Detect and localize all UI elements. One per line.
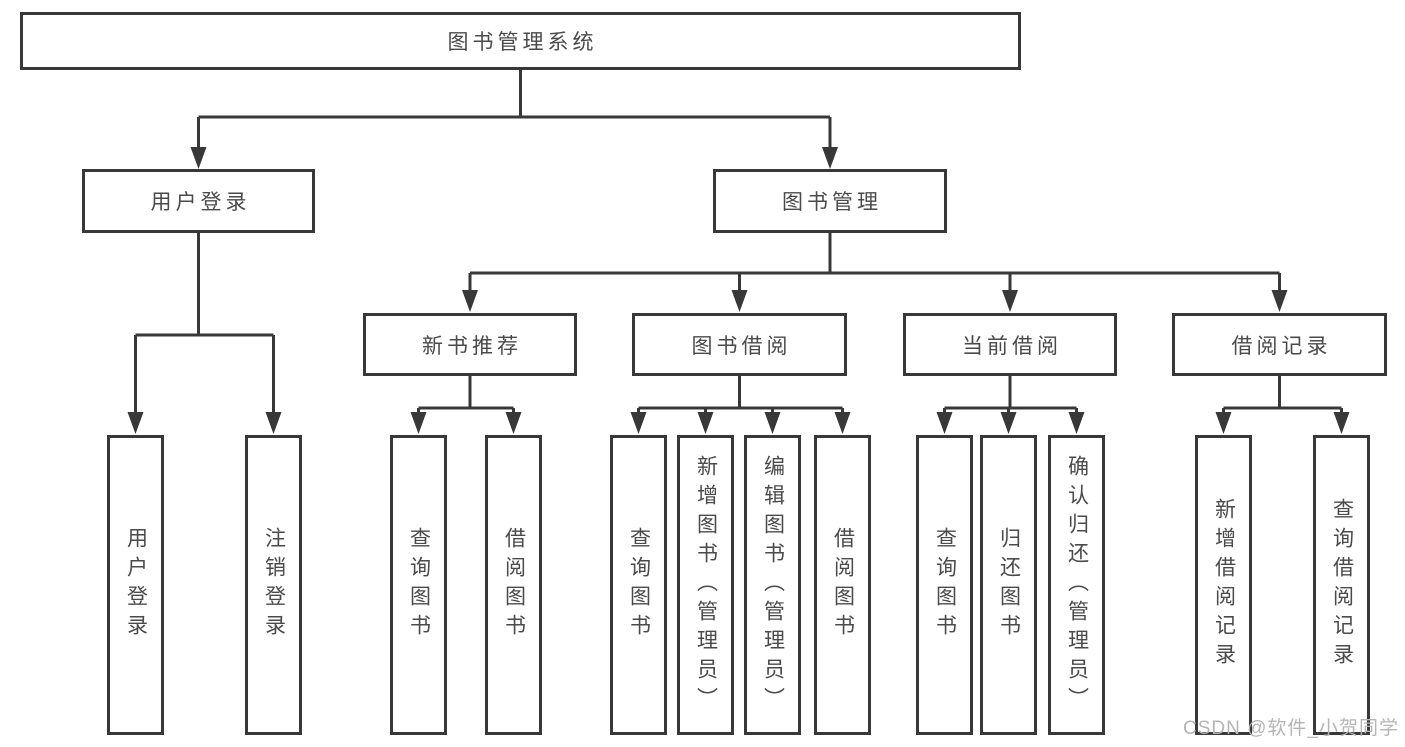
leaf-borrowing-query-books: 查询图书 (610, 435, 667, 735)
leaf-logout-login-label: 注销登录 (262, 527, 286, 643)
node-borrowing-records-label: 借阅记录 (1231, 334, 1332, 358)
leaf-current-confirm-return-admin: 确认归还（管理员） (1048, 435, 1105, 735)
leaf-records-query-record-label: 查询借阅记录 (1330, 498, 1354, 672)
node-new-book-recommend-label: 新书推荐 (422, 334, 522, 358)
node-borrowing-records: 借阅记录 (1172, 313, 1387, 376)
leaf-borrowing-edit-books-admin: 编辑图书（管理员） (744, 435, 801, 735)
leaf-current-return-books: 归还图书 (980, 435, 1037, 735)
leaf-records-add-record: 新增借阅记录 (1195, 435, 1252, 735)
leaf-logout-login: 注销登录 (245, 435, 302, 735)
csdn-watermark: CSDN @软件_小贺同学 (1183, 718, 1399, 739)
node-book-borrowing: 图书借阅 (632, 313, 847, 376)
leaf-records-add-record-label: 新增借阅记录 (1212, 498, 1236, 672)
leaf-records-query-record: 查询借阅记录 (1313, 435, 1370, 735)
leaf-recommend-query-books: 查询图书 (390, 435, 447, 735)
leaf-recommend-query-books-label: 查询图书 (407, 527, 431, 643)
leaf-recommend-borrow-books: 借阅图书 (485, 435, 542, 735)
leaf-borrowing-add-books-admin-label: 新增图书（管理员） (694, 454, 718, 716)
leaf-borrowing-add-books-admin: 新增图书（管理员） (677, 435, 734, 735)
leaf-user-login: 用户登录 (107, 435, 164, 735)
leaf-current-return-books-label: 归还图书 (997, 527, 1021, 643)
node-book-borrowing-label: 图书借阅 (691, 334, 792, 358)
leaf-current-query-books-label: 查询图书 (933, 527, 957, 643)
node-current-borrowing-label: 当前借阅 (962, 334, 1062, 358)
node-new-book-recommend: 新书推荐 (363, 313, 577, 376)
node-library-system: 图书管理系统 (20, 12, 1021, 70)
leaf-borrowing-query-books-label: 查询图书 (627, 527, 651, 643)
leaf-borrowing-edit-books-admin-label: 编辑图书（管理员） (761, 454, 785, 716)
node-book-management: 图书管理 (713, 169, 947, 233)
leaf-current-query-books: 查询图书 (916, 435, 973, 735)
node-user-login-label: 用户登录 (150, 191, 251, 214)
leaf-borrowing-borrow-books-label: 借阅图书 (831, 527, 855, 643)
node-book-management-label: 图书管理 (782, 191, 882, 214)
node-current-borrowing: 当前借阅 (903, 313, 1117, 376)
leaf-recommend-borrow-books-label: 借阅图书 (502, 527, 526, 643)
leaf-borrowing-borrow-books: 借阅图书 (814, 435, 871, 735)
leaf-current-confirm-return-admin-label: 确认归还（管理员） (1065, 454, 1089, 716)
node-library-system-label: 图书管理系统 (447, 31, 598, 54)
leaf-user-login-label: 用户登录 (124, 527, 148, 643)
node-user-login: 用户登录 (82, 169, 315, 233)
